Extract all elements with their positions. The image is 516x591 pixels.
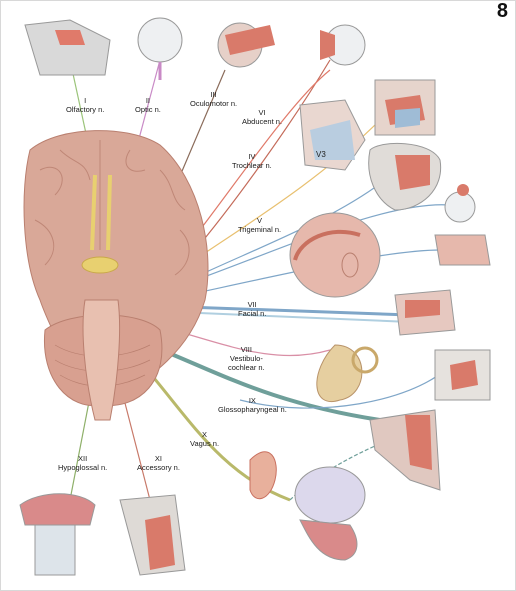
eye-small-inset [444, 184, 476, 223]
label-accessory-nerve: XI Accessory n. [137, 454, 180, 472]
neck-accessory-inset [119, 494, 186, 576]
trigeminal-name: Trigeminal n. [238, 225, 282, 234]
trochlear-numeral: IV [248, 152, 256, 161]
trigeminal-numeral: V [257, 216, 263, 225]
eye-lateral-inset [320, 24, 366, 66]
optic-name: Optic n. [135, 105, 161, 114]
v3-label: V3 [316, 150, 326, 159]
oculomotor-name: Oculomotor n. [190, 99, 238, 108]
trochlear-name: Trochlear n. [232, 161, 272, 170]
glossopharyngeal-leader-ear [239, 369, 446, 409]
ear-parotid-inset [434, 349, 491, 401]
label-abducent-nerve: VI Abducent n. [242, 108, 282, 126]
facial-name: Facial n. [238, 309, 267, 318]
accessory-name: Accessory n. [137, 463, 180, 472]
label-glossopharyngeal-nerve: IX Glossopharyngeal n. [218, 396, 287, 414]
tongue-hypoglossal-inset [19, 493, 96, 576]
optic-numeral: II [145, 96, 150, 105]
label-optic-nerve: II Optic n. [135, 96, 161, 114]
vestibulocochlear-numeral: VIII [240, 345, 252, 354]
hypoglossal-numeral: XII [78, 454, 88, 463]
vagus-numeral: X [202, 430, 208, 439]
thoracic-abdominal-organs-inset [294, 466, 366, 561]
v3-face-inset: V3 [299, 99, 366, 171]
pharynx-larynx-inset [369, 409, 441, 491]
hypoglossal-name: Hypoglossal n. [58, 463, 108, 472]
label-trigeminal-nerve: V Trigeminal n. [238, 216, 281, 234]
eye-muscles-inset [217, 22, 275, 68]
abducent-name: Abducent n. [242, 117, 283, 126]
inner-ear-inset [316, 344, 379, 403]
oculomotor-numeral: III [210, 90, 217, 99]
abducent-numeral: VI [258, 108, 266, 117]
skull-masseter-inset [368, 142, 442, 211]
label-facial-nerve: VII Facial n. [238, 300, 266, 318]
glossopharyngeal-numeral: IX [248, 396, 256, 405]
head-muscles-inset [289, 212, 381, 298]
olfactory-name: Olfactory n. [66, 105, 105, 114]
facial-numeral: VII [247, 300, 257, 309]
label-vagus-nerve: X Vagus n. [190, 430, 219, 448]
nose-inset [24, 19, 111, 76]
page-number: 8 [496, 0, 508, 22]
auricle-inset [249, 451, 277, 500]
accessory-numeral: XI [154, 454, 163, 463]
olfactory-numeral: I [84, 96, 87, 105]
vestibulocochlear-name-2: cochlear n. [228, 363, 265, 372]
label-hypoglossal-nerve: XII Hypoglossal n. [58, 454, 107, 472]
label-trochlear-nerve: IV Trochlear n. [232, 152, 272, 170]
vagus-name: Vagus n. [190, 439, 220, 448]
label-olfactory-nerve: I Olfactory n. [66, 96, 104, 114]
nasal-palate-inset [434, 234, 491, 266]
brain-inferior-view [23, 130, 209, 421]
eye-inset [137, 17, 183, 80]
glossopharyngeal-name: Glossopharyngeal n. [218, 405, 287, 414]
label-vestibulocochlear-nerve: VIII Vestibulo- cochlear n. [228, 345, 265, 372]
label-oculomotor-nerve: III Oculomotor n. [190, 90, 237, 108]
vestibulocochlear-name: Vestibulo- [229, 354, 263, 363]
tongue-inset [394, 289, 456, 336]
oral-cavity-inset [374, 79, 436, 136]
